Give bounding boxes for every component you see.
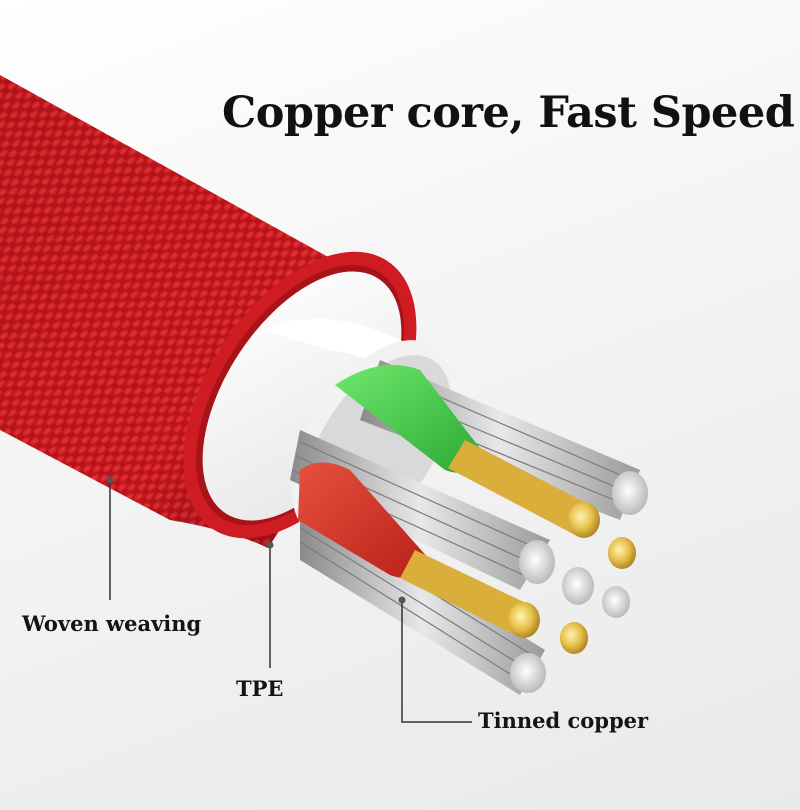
silver-strand-ends bbox=[510, 471, 648, 693]
green-wire bbox=[335, 365, 600, 538]
callout-lines bbox=[106, 476, 472, 723]
label-tinned-copper: Tinned copper bbox=[478, 708, 649, 733]
conductor-bundle bbox=[290, 360, 648, 695]
headline-title: Copper core, Fast Speed bbox=[222, 88, 795, 138]
red-wire bbox=[298, 462, 540, 638]
gold-core-ends bbox=[560, 537, 636, 654]
leader-tinned bbox=[401, 600, 472, 723]
label-woven-weaving: Woven weaving bbox=[22, 611, 202, 636]
label-tpe: TPE bbox=[236, 676, 284, 701]
